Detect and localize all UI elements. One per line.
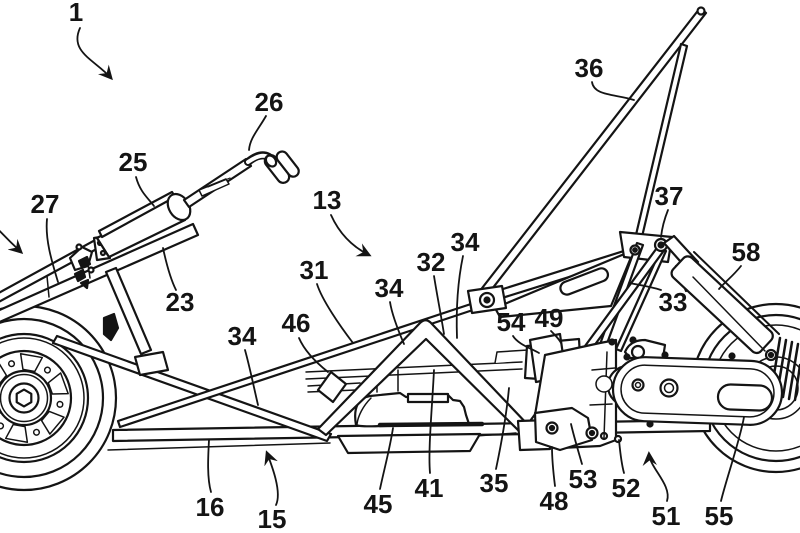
svg-text:52: 52 xyxy=(612,473,641,503)
svg-text:58: 58 xyxy=(732,237,761,267)
svg-text:34: 34 xyxy=(228,321,257,351)
svg-text:34: 34 xyxy=(375,273,404,303)
svg-text:34: 34 xyxy=(451,227,480,257)
svg-text:41: 41 xyxy=(415,473,444,503)
svg-text:53: 53 xyxy=(569,464,598,494)
svg-text:49: 49 xyxy=(535,303,564,333)
svg-text:35: 35 xyxy=(480,468,509,498)
svg-text:26: 26 xyxy=(255,87,284,117)
svg-text:45: 45 xyxy=(364,489,393,519)
svg-text:15: 15 xyxy=(258,504,287,533)
svg-text:33: 33 xyxy=(659,287,688,317)
svg-text:37: 37 xyxy=(655,181,684,211)
svg-text:54: 54 xyxy=(497,307,526,337)
svg-text:46: 46 xyxy=(282,308,311,338)
svg-text:27: 27 xyxy=(31,189,60,219)
svg-text:25: 25 xyxy=(119,147,148,177)
svg-text:48: 48 xyxy=(540,486,569,516)
svg-text:36: 36 xyxy=(575,53,604,83)
svg-text:13: 13 xyxy=(313,185,342,215)
svg-text:31: 31 xyxy=(300,255,329,285)
svg-text:16: 16 xyxy=(196,492,225,522)
svg-text:32: 32 xyxy=(417,247,446,277)
svg-text:1: 1 xyxy=(69,0,83,27)
svg-text:51: 51 xyxy=(652,501,681,531)
svg-text:23: 23 xyxy=(166,287,195,317)
svg-text:55: 55 xyxy=(705,501,734,531)
